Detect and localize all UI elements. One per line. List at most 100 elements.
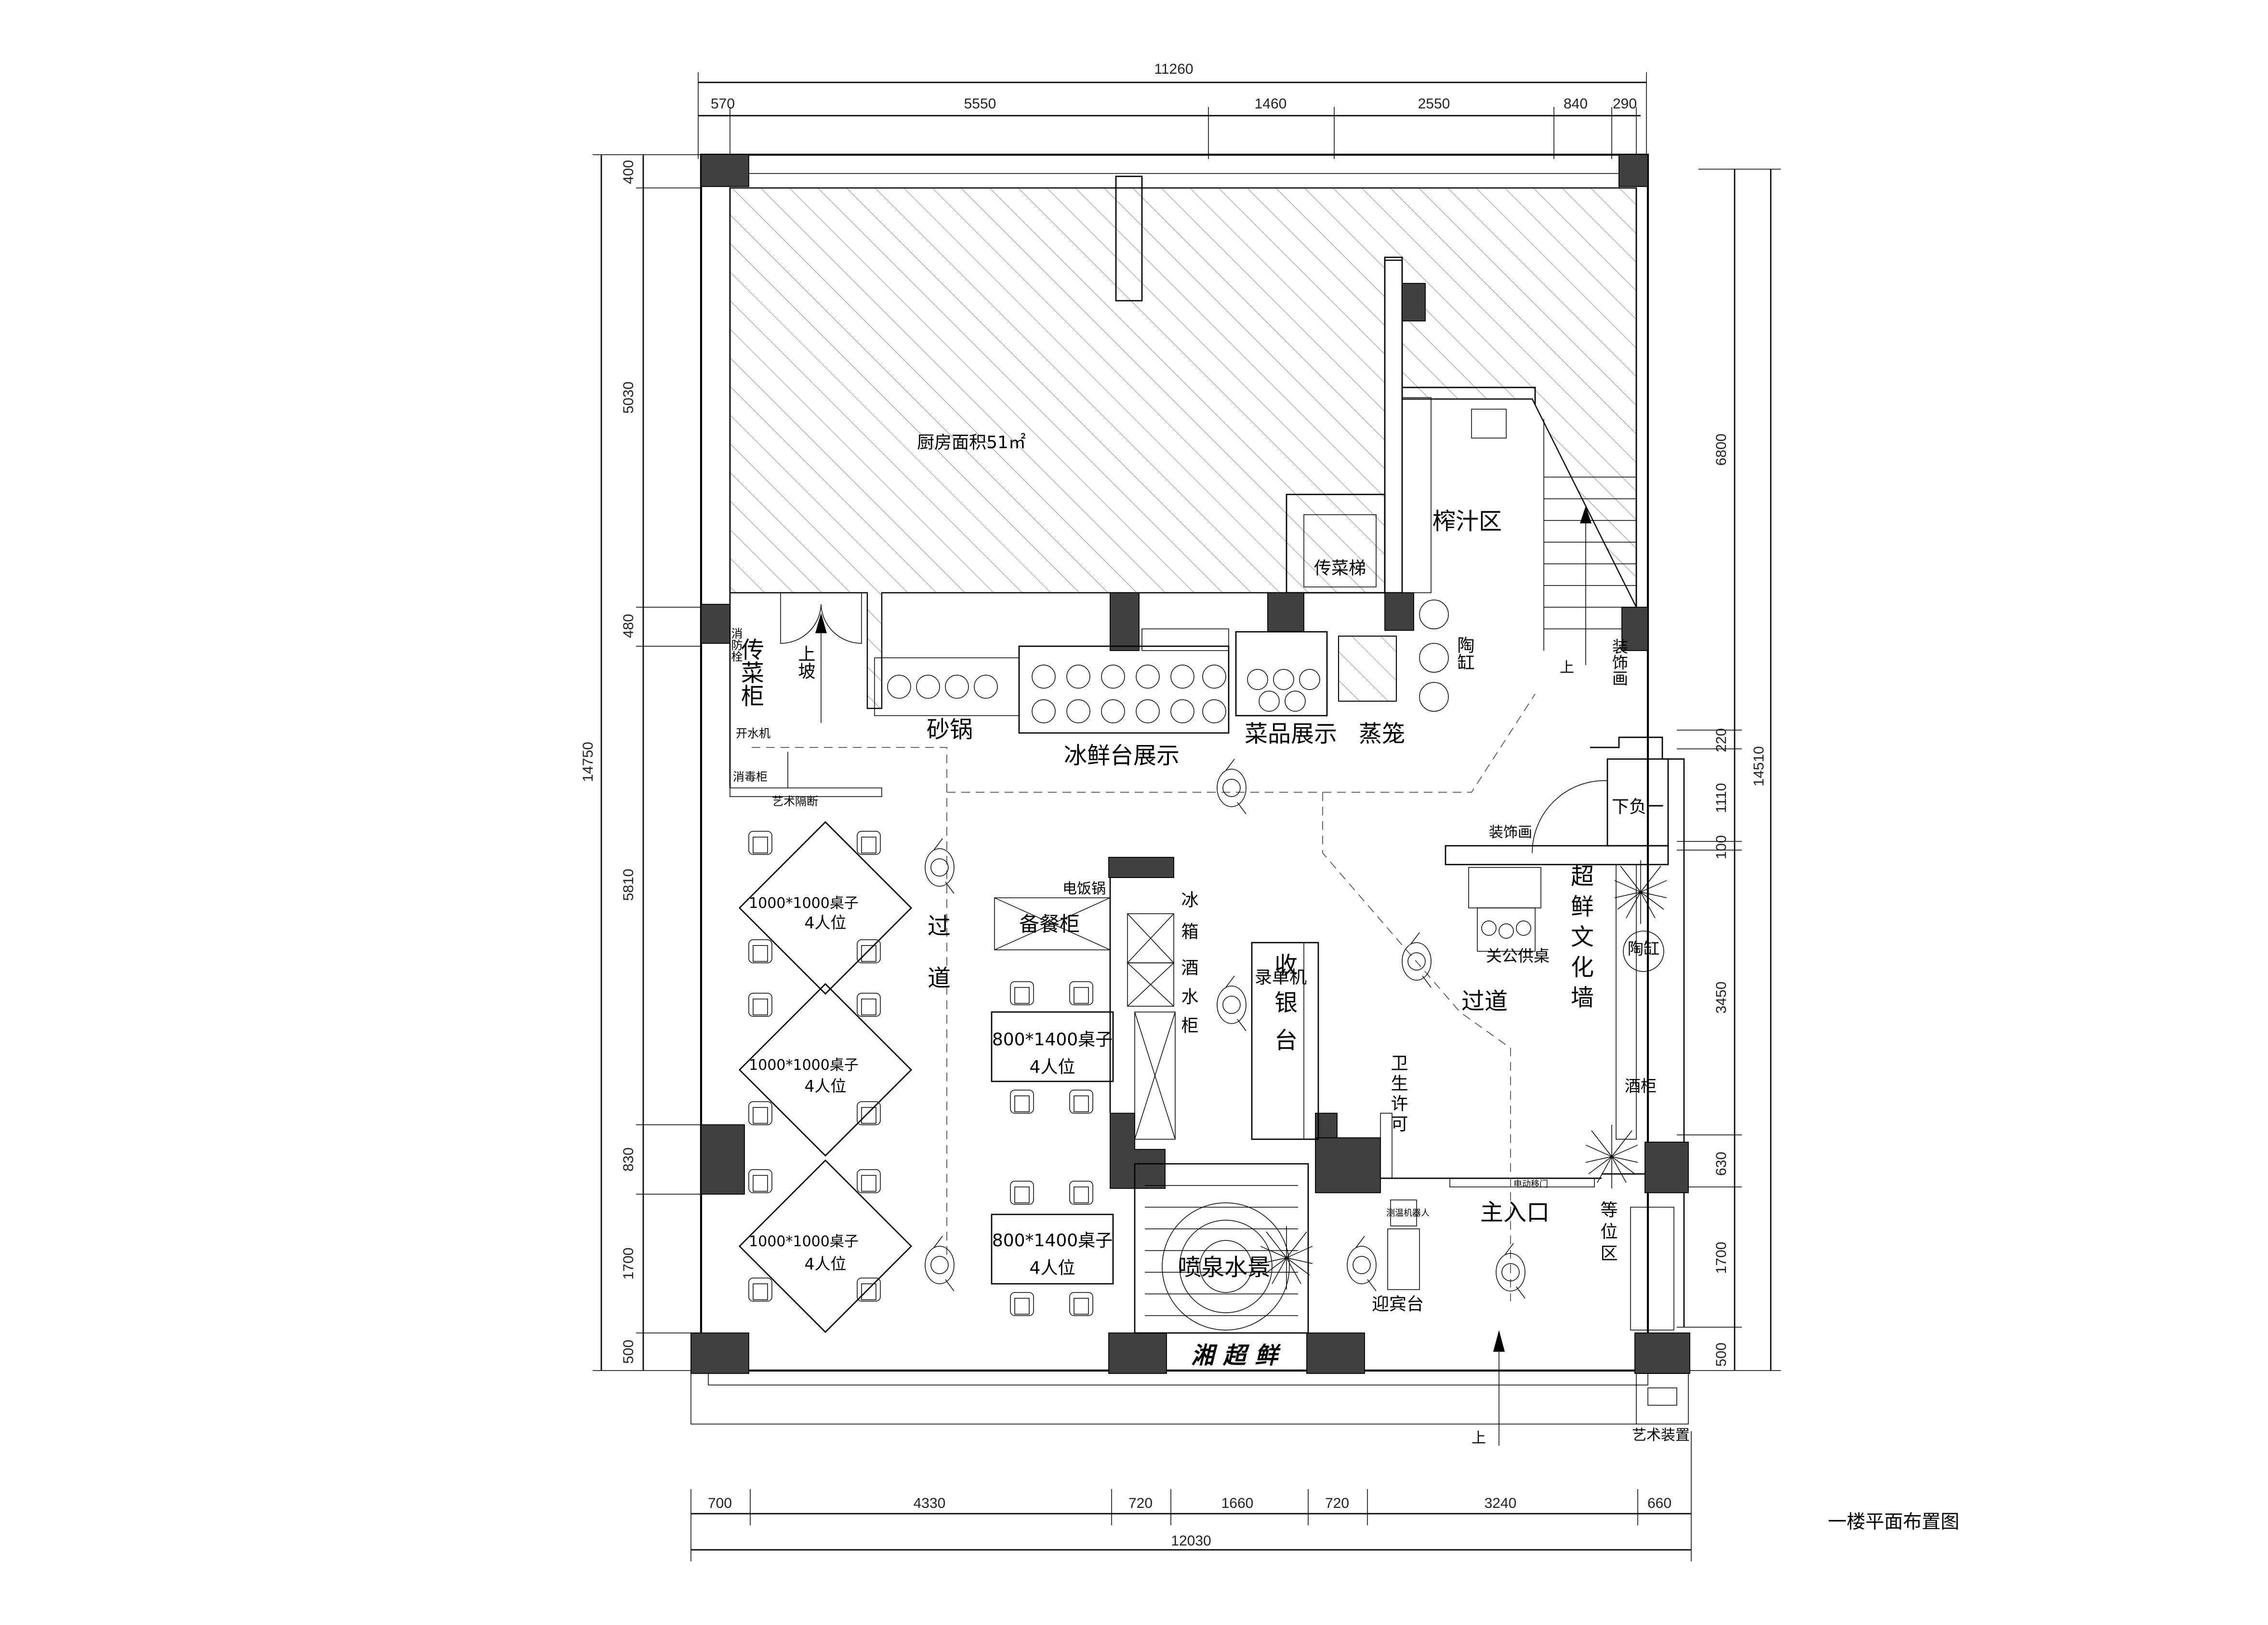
table-seats-label: 4人位 bbox=[805, 1254, 847, 1273]
dimension-label: 400 bbox=[621, 160, 637, 184]
person-icon bbox=[1347, 1236, 1377, 1292]
dimension-label: 1460 bbox=[1255, 96, 1287, 112]
dimension-label: 500 bbox=[1713, 1343, 1729, 1367]
waiting-area-label: 等位区 bbox=[1598, 1200, 1618, 1265]
dimension-label: 14750 bbox=[580, 742, 596, 782]
dimension-label: 5550 bbox=[964, 96, 996, 112]
rect-tables bbox=[991, 981, 1114, 1316]
juice-area-label: 榨汁区 bbox=[1432, 508, 1502, 535]
dimension-label: 570 bbox=[711, 96, 735, 112]
kitchen-counters bbox=[874, 599, 1449, 734]
dimension-label: 720 bbox=[1128, 1495, 1153, 1511]
drawing-title: 一楼平面布置图 bbox=[1828, 1511, 1959, 1533]
pottery-jar-icon bbox=[1623, 931, 1664, 972]
person-icon bbox=[1402, 932, 1432, 988]
health-permit-label: 卫生许可 bbox=[1388, 1054, 1408, 1135]
dimension-label: 1660 bbox=[1221, 1495, 1254, 1511]
decor-painting-label: 装饰画 bbox=[1489, 824, 1532, 841]
altar bbox=[1468, 867, 1541, 952]
table-seats-label: 4人位 bbox=[1030, 1057, 1075, 1077]
dimension-label: 700 bbox=[708, 1495, 732, 1511]
art-partition-label: 艺术隔断 bbox=[772, 795, 818, 808]
table-size-label: 1000*1000桌子 bbox=[749, 1057, 859, 1074]
table-size-label: 800*1400桌子 bbox=[992, 1231, 1113, 1251]
clay-pot-label: 砂锅 bbox=[927, 716, 973, 743]
dimension-label: 14510 bbox=[1751, 746, 1767, 786]
dimension-label: 1700 bbox=[1713, 1242, 1729, 1274]
ramp-label: 上坡 bbox=[796, 645, 815, 679]
reception-label: 迎宾台 bbox=[1372, 1294, 1424, 1314]
table-seats-label: 4人位 bbox=[805, 1077, 847, 1095]
dimension-label: 720 bbox=[1325, 1495, 1349, 1511]
dimension-label: 830 bbox=[621, 1147, 637, 1172]
person-icon bbox=[1217, 975, 1247, 1031]
prep-cabinet-label: 备餐柜 bbox=[1019, 912, 1080, 936]
dimension-label: 840 bbox=[1564, 96, 1588, 112]
table-size-label: 800*1400桌子 bbox=[992, 1030, 1113, 1050]
brand-sign: 湘超鲜 bbox=[1191, 1342, 1287, 1369]
steamer-label: 蒸笼 bbox=[1359, 720, 1405, 747]
down-b1-label: 下负一 bbox=[1612, 797, 1664, 817]
person-icon bbox=[925, 838, 955, 894]
pottery-jar-label: 陶缸 bbox=[1455, 636, 1474, 671]
labels: 厨房面积51㎡ 传菜梯 榨汁区 陶缸 装饰画 上 砂锅 冰鲜台展示 菜品展示 蒸… bbox=[729, 432, 1960, 1533]
wine-cabinet-label: 酒柜 bbox=[1625, 1077, 1657, 1095]
dish-display-label: 菜品展示 bbox=[1245, 720, 1337, 747]
art-installation-label: 艺术装置 bbox=[1632, 1427, 1690, 1444]
dimension-label: 3450 bbox=[1713, 982, 1729, 1014]
pottery-jar-label: 陶缸 bbox=[1628, 939, 1659, 958]
kitchen-hatch bbox=[729, 187, 1637, 709]
stair-up-label: 上 bbox=[1560, 659, 1574, 676]
service-furniture bbox=[994, 878, 1393, 1179]
dimension-right: 14510 6800 220 1110 100 3450 630 1700 50… bbox=[1677, 169, 1781, 1371]
dimension-left: 14750 400 5030 480 5810 830 1700 500 bbox=[580, 154, 701, 1371]
kitchen-label: 厨房面积51㎡ bbox=[917, 432, 1026, 453]
altar-label: 关公供桌 bbox=[1486, 946, 1550, 965]
fridge-label: 冰箱 bbox=[1179, 891, 1198, 954]
aisle-label: 过道 bbox=[923, 914, 950, 1018]
dimension-label: 5810 bbox=[621, 869, 637, 901]
dimension-label: 5030 bbox=[621, 382, 637, 414]
sliding-door-label: 电动移门 bbox=[1513, 1179, 1548, 1189]
dimension-label: 1700 bbox=[621, 1248, 637, 1280]
dimension-label: 12030 bbox=[1171, 1533, 1211, 1549]
rice-cooker-label: 电饭锅 bbox=[1062, 880, 1106, 897]
reception-desk bbox=[1387, 1199, 1420, 1290]
drinks-cabinet-label: 酒水柜 bbox=[1179, 959, 1199, 1045]
dimension-label: 6800 bbox=[1713, 434, 1729, 466]
dumbwaiter-label: 传菜梯 bbox=[1314, 559, 1366, 578]
decor-painting-label: 装饰画 bbox=[1610, 639, 1629, 686]
dimension-label: 2550 bbox=[1418, 96, 1450, 112]
culture-wall-label: 超鲜文化墙 bbox=[1566, 864, 1593, 1016]
dimension-label: 11260 bbox=[1154, 61, 1193, 77]
dimension-label: 660 bbox=[1647, 1495, 1671, 1511]
table-seats-label: 4人位 bbox=[805, 913, 847, 932]
dimension-bottom: 700 4330 720 1660 720 3240 660 12030 bbox=[690, 1431, 1692, 1561]
dimension-label: 500 bbox=[621, 1340, 637, 1364]
fountain-label: 喷泉水景 bbox=[1178, 1254, 1271, 1281]
square-tables bbox=[738, 821, 913, 1333]
dimension-label: 480 bbox=[621, 614, 637, 638]
table-size-label: 1000*1000桌子 bbox=[749, 895, 859, 912]
table-labels: 1000*1000桌子 4人位 1000*1000桌子 4人位 1000*100… bbox=[749, 895, 1113, 1278]
dimension-label: 3240 bbox=[1485, 1495, 1517, 1511]
water-boiler-label: 开水机 bbox=[736, 727, 770, 740]
ice-display-label: 冰鲜台展示 bbox=[1064, 742, 1180, 769]
walls bbox=[690, 153, 1689, 1446]
plant-icon bbox=[1614, 860, 1667, 924]
order-machine-label: 录单机 bbox=[1255, 968, 1307, 987]
person-icon bbox=[1217, 759, 1247, 814]
person-icon bbox=[925, 1236, 955, 1292]
table-seats-label: 4人位 bbox=[1030, 1258, 1075, 1278]
cashier-label: 收银台 bbox=[1270, 953, 1297, 1066]
dimension-label: 4330 bbox=[914, 1495, 946, 1511]
dimension-label: 630 bbox=[1713, 1152, 1729, 1176]
dimension-label: 100 bbox=[1713, 835, 1729, 859]
fountain-feature bbox=[1134, 1163, 1313, 1334]
sterilizer-label: 消毒柜 bbox=[733, 770, 768, 784]
columns bbox=[690, 154, 1690, 1374]
serving-cabinet-label: 传菜柜 bbox=[737, 638, 764, 707]
main-entrance-label: 主入口 bbox=[1480, 1199, 1550, 1226]
fire-hydrant-label: 消防栓 bbox=[729, 627, 743, 662]
